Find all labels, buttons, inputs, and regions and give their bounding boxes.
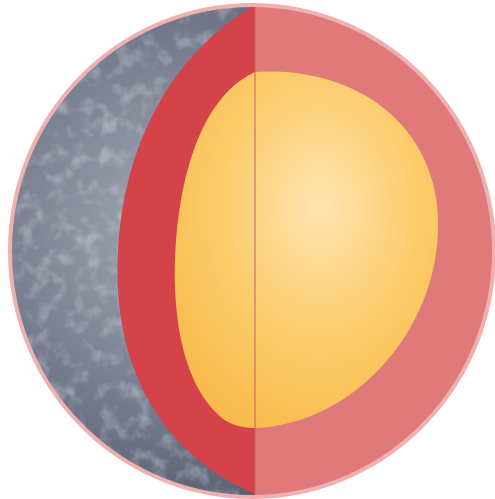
planet-cutaway-diagram [0, 0, 495, 499]
